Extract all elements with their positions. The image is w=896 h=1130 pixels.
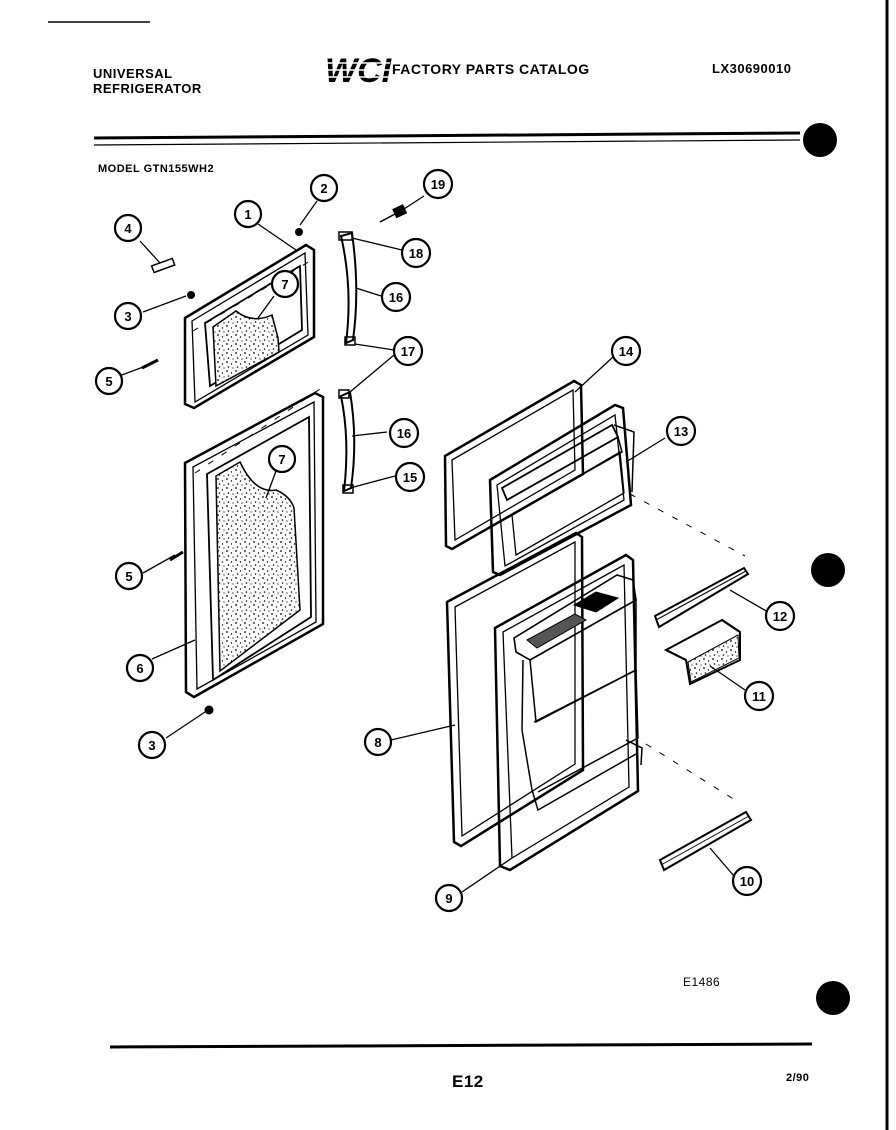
svg-text:18: 18 [409,246,423,261]
model-number: MODEL GTN155WH2 [98,163,215,175]
callout-13: 13 [665,415,697,447]
brand-line-2: REFRIGERATOR [93,81,202,96]
binder-holes [803,123,850,1015]
svg-text:12: 12 [773,609,787,624]
svg-text:3: 3 [148,738,155,753]
catalog-title: FACTORY PARTS CATALOG [392,61,590,77]
fresh-food-inner-door-liner [493,553,643,872]
fresh-food-door-liner-insulation [215,460,301,673]
alignment-lines [192,257,746,801]
freezer-door-outer-panel [183,243,316,410]
svg-text:5: 5 [105,374,112,389]
callout-16-lower: 16 [388,417,420,449]
plug-2-icon [295,228,303,236]
svg-text:11: 11 [752,689,766,704]
svg-text:1: 1 [244,207,251,222]
svg-text:6: 6 [136,661,143,676]
callout-14: 14 [610,335,642,367]
diagram-code: E1486 [683,975,721,989]
svg-text:10: 10 [740,874,754,889]
svg-text:3: 3 [124,309,131,324]
callout-3-lower: 3 [137,730,167,760]
screw-3-lower-icon [204,705,214,715]
svg-text:5: 5 [125,569,132,584]
callout-9: 9 [434,883,464,913]
wci-logo-text: WCI [325,52,393,90]
fresh-food-door-outer-panel [183,391,325,699]
callout-18: 18 [400,237,432,269]
page-date: 2/90 [786,1072,810,1084]
binder-hole-middle [811,553,845,587]
svg-text:16: 16 [397,426,411,441]
screw-5-lower-icon [169,550,184,562]
svg-text:4: 4 [124,221,132,236]
svg-text:14: 14 [619,344,634,359]
page-number: E12 [452,1072,484,1091]
binder-hole-bottom [816,981,850,1015]
svg-text:19: 19 [431,177,445,192]
callouts: 1 2 3 3 4 5 5 6 7 7 8 9 10 11 12 13 14 1… [94,168,796,913]
brand-name: UNIVERSAL REFRIGERATOR [93,66,202,96]
callout-5-top: 5 [94,366,124,396]
freezer-door-liner-insulation [212,310,280,388]
callout-7-top: 7 [270,269,300,299]
svg-text:13: 13 [674,424,688,439]
screw-19-icon [379,213,396,223]
callout-12: 12 [764,600,796,632]
door-handles [338,231,358,494]
leader-lines [118,195,769,893]
callout-16-top: 16 [380,281,412,313]
shelf-rail-10 [658,810,753,872]
svg-text:16: 16 [389,290,403,305]
callout-6: 6 [125,653,155,683]
page-frame [48,0,889,1130]
svg-text:7: 7 [278,452,285,467]
freezer-handle-icon [339,231,358,345]
screw-19-head-icon [392,204,408,219]
svg-text:7: 7 [281,277,288,292]
callout-17: 17 [392,335,424,367]
fresh-food-gasket [445,531,585,848]
dairy-bin-11 [663,618,741,686]
callout-1: 1 [233,199,263,229]
fresh-food-handle-icon [339,390,356,493]
catalog-number: LX30690010 [712,61,792,76]
wci-logo: WCI [322,52,393,90]
callout-8: 8 [363,727,393,757]
callout-7-lower: 7 [267,444,297,474]
callout-2: 2 [309,173,339,203]
callout-10: 10 [731,865,763,897]
callout-15: 15 [394,461,426,493]
svg-text:9: 9 [445,891,452,906]
callout-11: 11 [743,680,775,712]
callout-5-lower: 5 [114,561,144,591]
screw-3-top-icon [187,291,195,299]
binder-hole-top [803,123,837,157]
svg-text:17: 17 [401,344,415,359]
brand-line-1: UNIVERSAL [93,66,173,81]
hinge-pin-cover-icon [150,257,176,274]
svg-text:2: 2 [320,181,327,196]
shelf-rail-12 [653,566,750,629]
callout-4: 4 [113,213,143,243]
callout-19: 19 [422,168,454,200]
svg-text:8: 8 [374,735,381,750]
freezer-inner-door-liner [488,403,635,577]
svg-text:15: 15 [403,470,417,485]
callout-3-top: 3 [113,301,143,331]
